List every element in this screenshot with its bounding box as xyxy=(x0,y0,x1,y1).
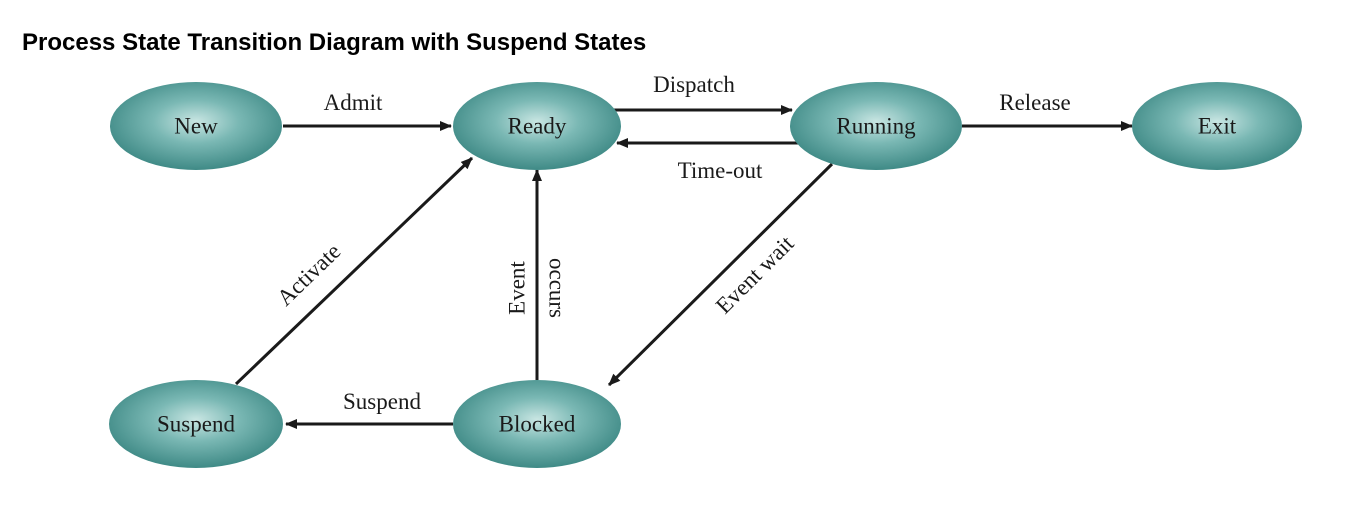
event-wait-arrow xyxy=(607,162,834,387)
state-suspend: Suspend xyxy=(109,380,283,468)
event-wait-label: Event wait xyxy=(711,230,799,318)
activate-label: Activate xyxy=(272,239,345,311)
activate-arrow xyxy=(234,156,474,386)
state-suspend-label: Suspend xyxy=(157,412,235,437)
state-blocked: Blocked xyxy=(453,380,621,468)
state-ready: Ready xyxy=(453,82,621,170)
state-exit-label: Exit xyxy=(1198,114,1237,139)
event-occurs-label-2: occurs xyxy=(545,258,570,318)
suspend-transition-label: Suspend xyxy=(343,389,421,414)
state-new-label: New xyxy=(174,114,218,139)
dispatch-label: Dispatch xyxy=(653,72,735,97)
page-title: Process State Transition Diagram with Su… xyxy=(22,29,647,56)
state-exit: Exit xyxy=(1132,82,1302,170)
release-label: Release xyxy=(999,90,1071,115)
timeout-label: Time-out xyxy=(678,158,763,183)
state-blocked-label: Blocked xyxy=(499,412,576,437)
event-occurs-label-1: Event xyxy=(505,261,530,315)
state-ready-label: Ready xyxy=(508,114,567,139)
state-running: Running xyxy=(790,82,962,170)
admit-label: Admit xyxy=(324,90,383,115)
state-new: New xyxy=(110,82,282,170)
state-running-label: Running xyxy=(836,114,916,139)
